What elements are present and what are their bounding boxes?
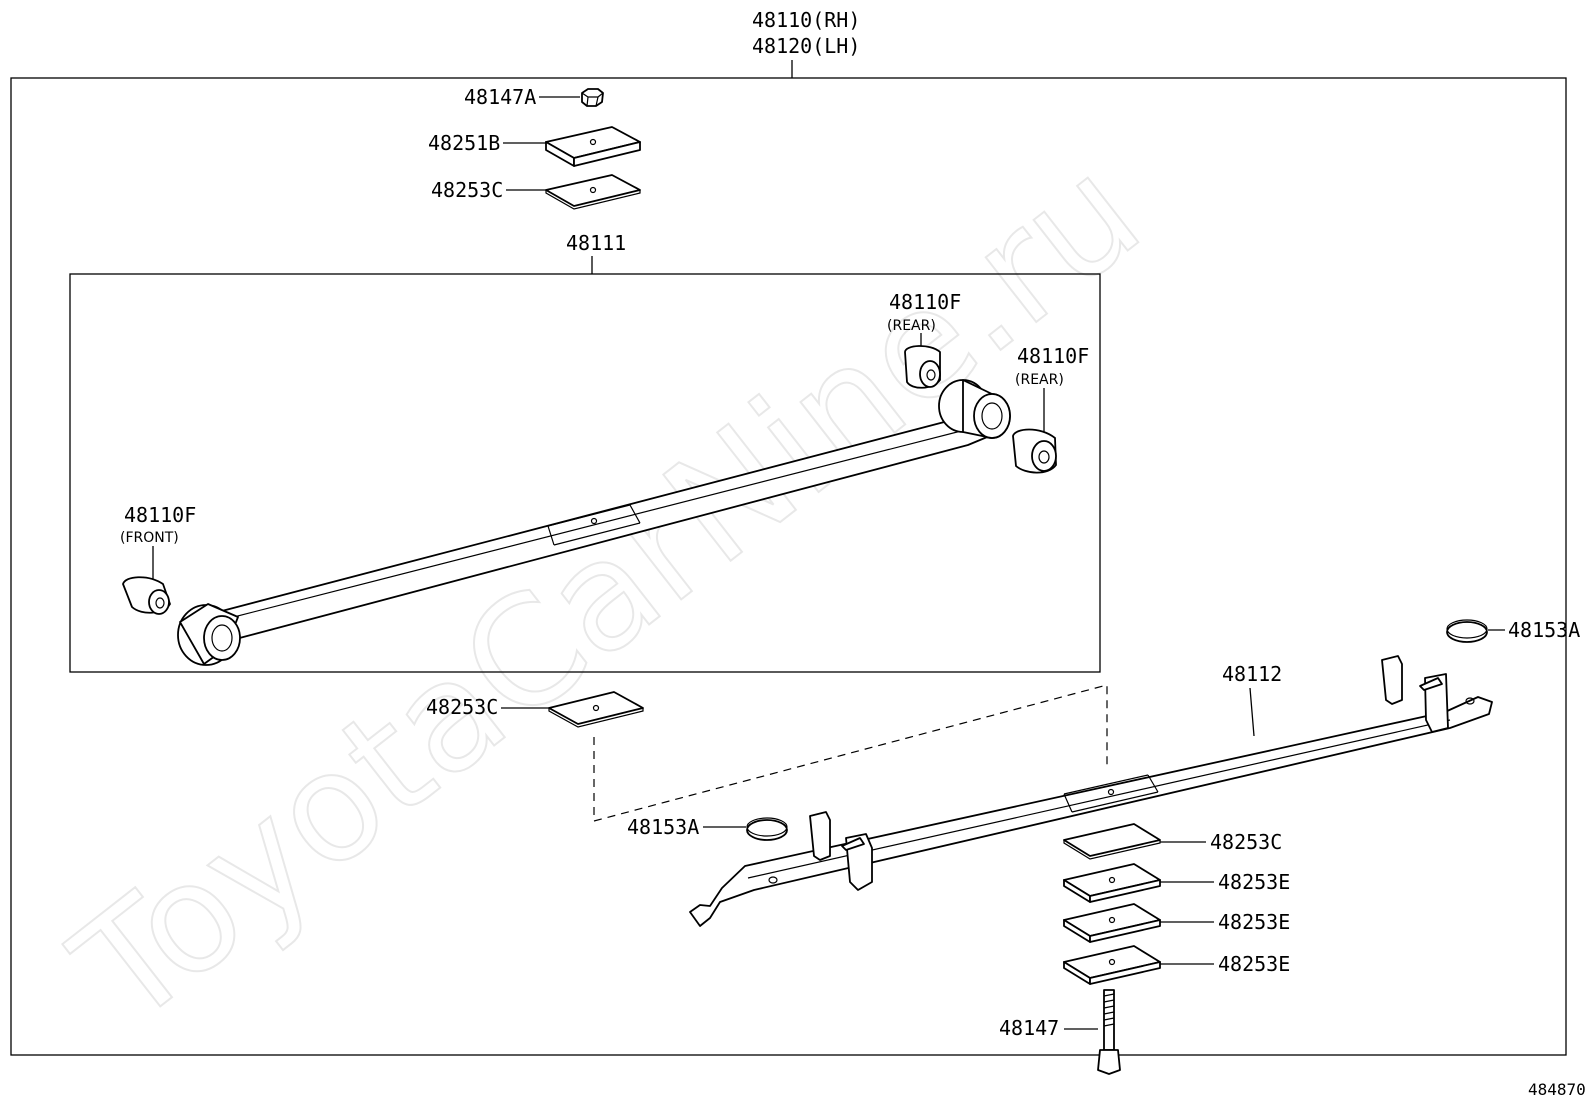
center-bolt-label[interactable]: 48147 [999, 1016, 1059, 1040]
plate-253e-1-label[interactable]: 48253E [1218, 870, 1290, 894]
second-leaf-spring [689, 655, 1493, 927]
main-leaf-box [69, 273, 1101, 673]
bushing-rear-2-note: (REAR) [1015, 372, 1064, 388]
plate-253c-top-label[interactable]: 48253C [431, 178, 503, 202]
cap-right-part [1446, 619, 1488, 643]
assembly-frame [10, 77, 1567, 1056]
nut-top-part [581, 88, 604, 107]
alignment-guide [593, 684, 1108, 822]
plate-253c-top-part [545, 174, 641, 210]
plate-253e-2-part [1063, 903, 1161, 943]
bushing-rear-1-note: (REAR) [887, 318, 936, 334]
bushing-front-label[interactable]: 48110F [124, 503, 196, 527]
plate-253e-3-label[interactable]: 48253E [1218, 952, 1290, 976]
main-leaf-spring [177, 379, 1011, 666]
second-leaf-label[interactable]: 48112 [1222, 662, 1282, 686]
assembly-lh-label[interactable]: 48120(LH) [752, 34, 860, 58]
center-bolt-part [1097, 989, 1121, 1075]
bushing-rear-2-part [1012, 428, 1057, 474]
main-leaf-label[interactable]: 48111 [566, 231, 626, 255]
plate-251b-part [545, 126, 641, 167]
plate-253e-3-part [1063, 945, 1161, 985]
cap-left-part [746, 817, 788, 841]
nut-top-label[interactable]: 48147A [464, 85, 536, 109]
cap-left-label[interactable]: 48153A [627, 815, 699, 839]
watermark: ToyotaCarNine.ru [44, 125, 1171, 1059]
bushing-rear-1-label[interactable]: 48110F [889, 290, 961, 314]
plate-253e-2-label[interactable]: 48253E [1218, 910, 1290, 934]
plate-251b-label[interactable]: 48251B [428, 131, 500, 155]
bushing-rear-1-part [904, 345, 941, 389]
plate-253c-bottom-part [1063, 823, 1161, 860]
cap-right-label[interactable]: 48153A [1508, 618, 1580, 642]
plate-253e-1-part [1063, 863, 1161, 903]
bushing-front-note: (FRONT) [120, 530, 179, 546]
figure-number: 484870 [1528, 1080, 1586, 1099]
plate-253c-mid-part [548, 691, 644, 728]
plate-253c-mid-label[interactable]: 48253C [426, 695, 498, 719]
bushing-rear-2-label[interactable]: 48110F [1017, 344, 1089, 368]
plate-253c-bottom-label[interactable]: 48253C [1210, 830, 1282, 854]
bushing-front-part [122, 576, 171, 615]
assembly-rh-label[interactable]: 48110(RH) [752, 8, 860, 32]
